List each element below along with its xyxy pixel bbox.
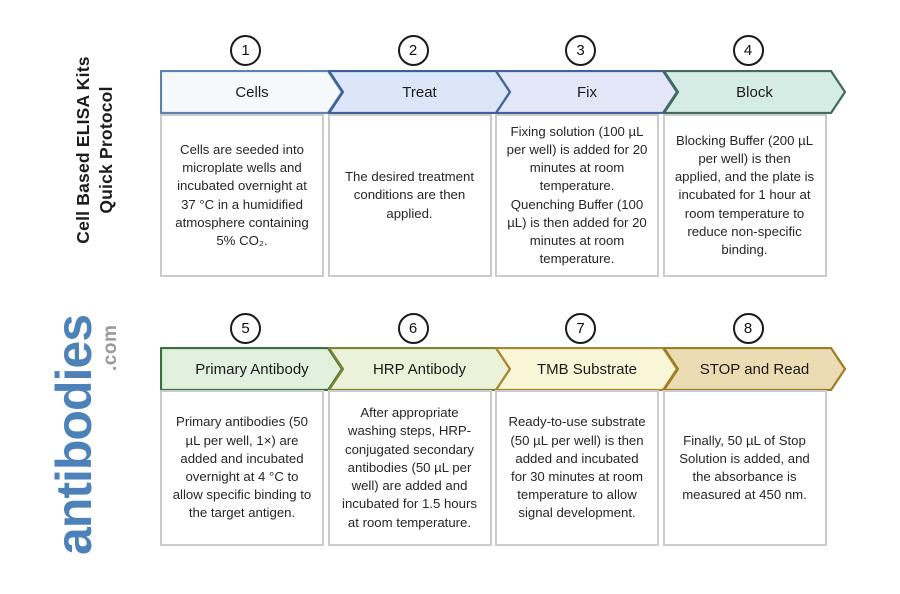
step-5-description: Primary antibodies (50 µL per well, 1×) … [160,390,324,546]
brand-logo: antibodies [46,314,102,556]
step-4-description: Blocking Buffer (200 µL per well) is the… [662,114,827,277]
step-8-number-badge: 8 [732,313,764,344]
step-number: 2 [408,42,418,59]
step-5-label: Primary Antibody [195,360,309,378]
step-number: 3 [576,42,585,59]
step-2-description: The desired treatment conditions are the… [327,114,492,277]
step-2: 2 Treat The desired treatment conditions… [327,0,513,594]
step-3: 3 Fix Fixing solution (100 µL per well) … [495,0,680,594]
step-8-description: Finally, 50 µL of Stop Solution is added… [662,390,827,546]
step-6: 6 HRP Antibody After appropriate washing… [327,0,513,594]
brand-logo-tld: .com [100,324,121,371]
step-4-number-badge: 4 [732,35,764,66]
step-2-number-badge: 2 [397,35,429,66]
protocol-title: Cell Based ELISA Kits Quick Protocol [72,35,118,265]
step-1: 1 Cells Cells are seeded into microplate… [160,0,345,594]
step-8: 8 STOP and Read Finally, 50 µL of Stop S… [662,0,848,594]
step-1-label: Cells [235,83,269,101]
step-3-number-badge: 3 [565,35,596,66]
step-7-label: TMB Substrate [536,360,638,378]
step-7-number-badge: 7 [565,313,596,344]
step-5: 5 Primary Antibody Primary antibodies (5… [160,0,345,594]
step-3-description: Fixing solution (100 µL per well) is add… [495,114,659,277]
step-7: 7 TMB Substrate Ready-to-use substrate (… [495,0,680,594]
step-number: 1 [241,42,250,59]
step-6-label: HRP Antibody [372,360,467,378]
arrow-shape [662,347,846,391]
protocol-title-line2: Quick Protocol [96,86,116,214]
step-7-description: Ready-to-use substrate (50 µL per well) … [495,390,659,546]
step-6-description: After appropriate washing steps, HRP-con… [327,390,492,546]
step-4-arrow [662,70,846,114]
step-6-number-badge: 6 [397,313,429,344]
step-4-label: Block [736,83,773,101]
step-number: 7 [576,320,585,337]
step-5-number-badge: 5 [230,313,261,344]
step-4: 4 Block Blocking Buffer (200 µL per well… [662,0,848,594]
protocol-title-line1: Cell Based ELISA Kits [73,56,93,244]
step-1-number-badge: 1 [230,35,261,66]
step-2-label: Treat [402,83,437,101]
arrow-shape [662,70,846,114]
step-number: 6 [408,320,418,337]
step-8-arrow [662,347,846,391]
step-3-label: Fix [577,83,597,101]
step-8-label: STOP and Read [699,360,810,378]
step-number: 5 [241,320,250,337]
step-1-description: Cells are seeded into microplate wells a… [160,114,324,277]
step-number: 8 [743,320,753,337]
step-number: 4 [743,42,753,59]
